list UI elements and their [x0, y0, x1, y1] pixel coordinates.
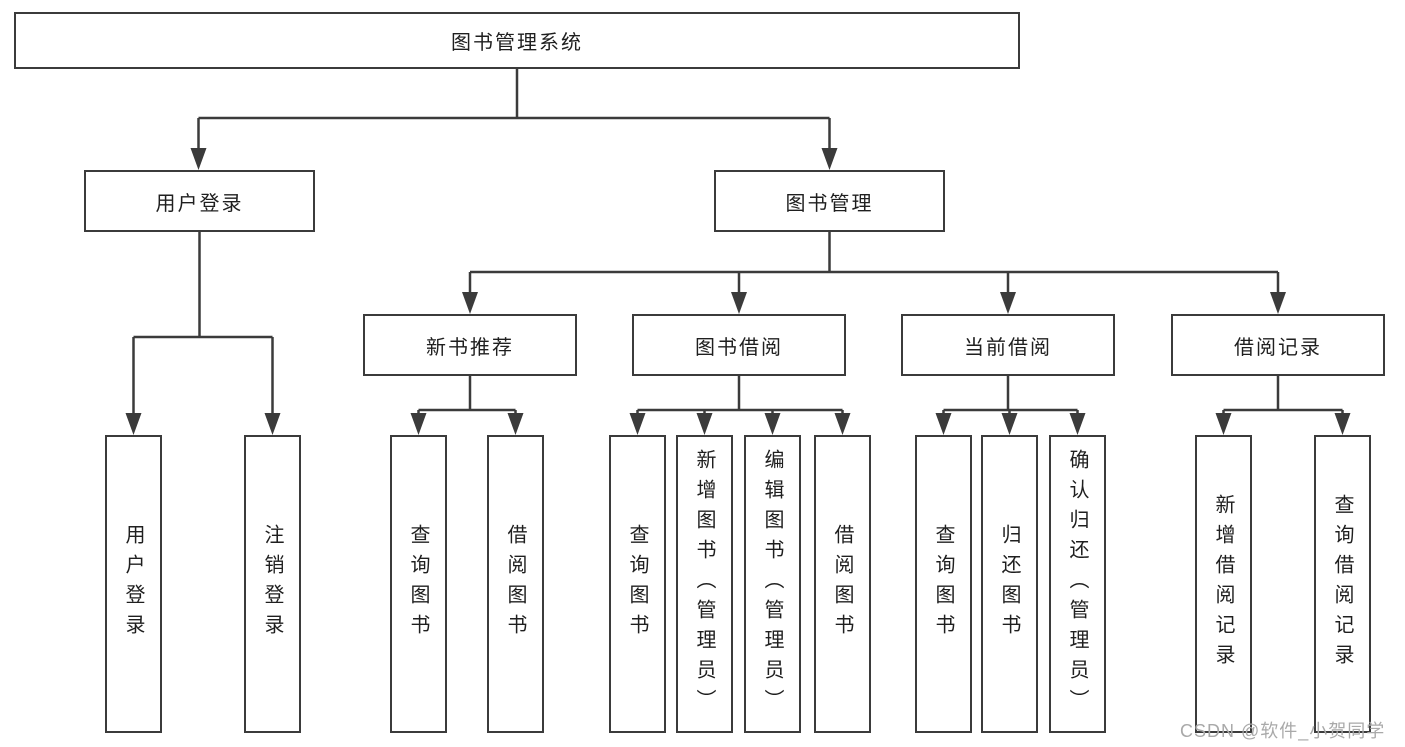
leaf-logout-login: 注销登录: [244, 435, 301, 733]
node-borrowing-records: 借阅记录: [1171, 314, 1385, 376]
leaf-current-query-books: 查询图书: [915, 435, 972, 733]
leaf-current-return-books: 归还图书: [981, 435, 1038, 733]
connector-newrec-to-leaves: [417, 376, 517, 418]
leaf-current-confirm-return-admin: 确认归还（管理员）: [1049, 435, 1106, 733]
leaf-newrec-query-books: 查询图书: [390, 435, 447, 733]
connector-current-to-leaves: [942, 376, 1079, 418]
node-user-login: 用户登录: [84, 170, 315, 232]
leaf-borrowing-edit-books-admin: 编辑图书（管理员）: [744, 435, 801, 733]
connector-borrowing-to-leaves: [636, 376, 844, 418]
node-library-management-system: 图书管理系统: [14, 12, 1020, 69]
watermark-text: CSDN @软件_小贺同学: [1180, 721, 1386, 741]
leaf-newrec-borrow-books: 借阅图书: [487, 435, 544, 733]
connector-user-login-to-leaves: [132, 232, 274, 416]
leaf-records-add-record: 新增借阅记录: [1195, 435, 1252, 733]
node-book-borrowing: 图书借阅: [632, 314, 846, 376]
connector-records-to-leaves: [1222, 376, 1344, 418]
node-current-borrowing: 当前借阅: [901, 314, 1115, 376]
arrowheads: [125, 148, 1351, 435]
leaf-records-query-record: 查询借阅记录: [1314, 435, 1371, 733]
connector-book-mgmt-to-level3: [468, 232, 1280, 295]
node-new-book-recommend: 新书推荐: [363, 314, 577, 376]
leaf-borrowing-query-books: 查询图书: [609, 435, 666, 733]
leaf-borrowing-borrow-books: 借阅图书: [814, 435, 871, 733]
leaf-borrowing-add-books-admin: 新增图书（管理员）: [676, 435, 733, 733]
node-book-management: 图书管理: [714, 170, 945, 232]
connector-root-to-level2: [197, 69, 831, 153]
leaf-user-login: 用户登录: [105, 435, 162, 733]
